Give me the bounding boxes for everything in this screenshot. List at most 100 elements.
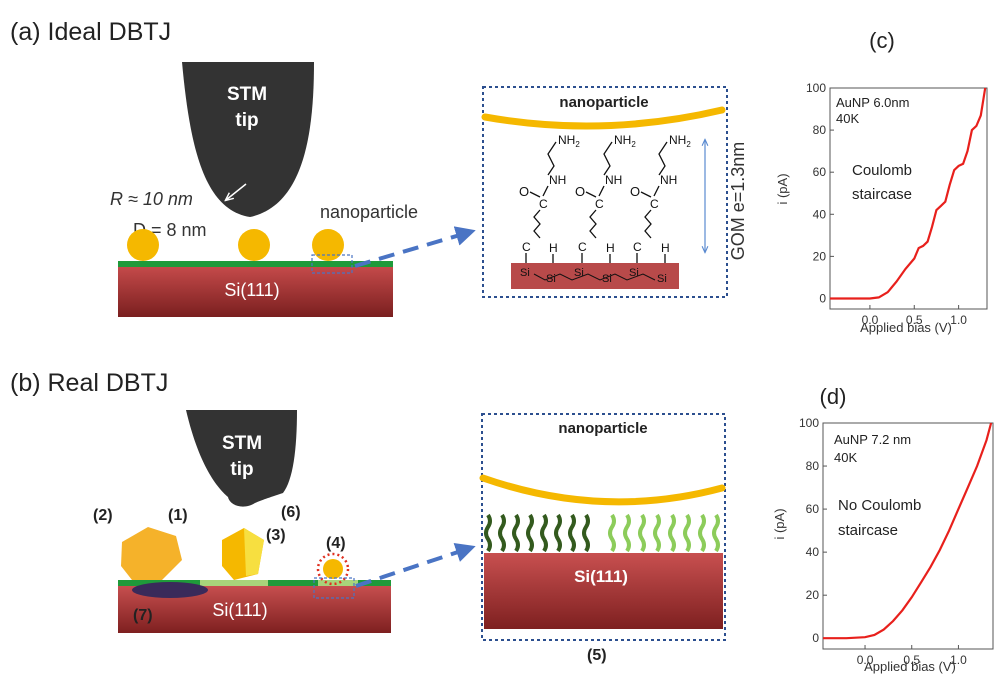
radius-arrow	[226, 183, 247, 200]
inset-a-si-surface	[511, 263, 679, 289]
chart-c-y-tick-label: 40	[813, 207, 827, 221]
chain-1-double-bond	[529, 191, 541, 198]
panel-b: (b) Real DBTJ STM tip Si(111) (1) (2) (3…	[10, 369, 726, 664]
chain-2-anchor-c: C	[578, 240, 587, 254]
panel-a-title: (a) Ideal DBTJ	[10, 18, 171, 46]
inset-b-si-surface	[484, 553, 723, 629]
chain-2-alkyl	[589, 209, 597, 239]
chain-2-ethyl	[603, 141, 613, 176]
marker-5: (5)	[587, 647, 607, 664]
monolayer-b-mid	[200, 580, 268, 586]
chart-c-annotation-2: 40K	[836, 111, 859, 126]
dark-chain-8	[582, 513, 590, 553]
light-chain-8	[712, 513, 720, 553]
chart-c-y-tick-label: 0	[819, 291, 826, 305]
chart-c-ylabel: i (pA)	[775, 173, 790, 204]
chart-c-y-tick-label: 20	[813, 249, 827, 263]
si-atom-5: Si	[629, 267, 639, 279]
stm-tip-a	[182, 62, 314, 217]
chain-1-c: C	[539, 197, 548, 211]
chain-3-anchor-c: C	[633, 240, 642, 254]
marker-2: (2)	[93, 507, 113, 524]
si-lattice-bonds	[533, 273, 656, 281]
chart-c-y-tick-label: 80	[813, 123, 827, 137]
panel-b-title: (b) Real DBTJ	[10, 369, 168, 397]
zoom-arrow-b	[355, 542, 476, 588]
inset-a-nanoparticle-arc	[481, 106, 726, 130]
marker-6: (6)	[281, 504, 301, 521]
chain-3-alkyl	[644, 209, 652, 239]
inset-b-light-chains	[608, 513, 720, 553]
chart-c-panel-label: (c)	[869, 28, 895, 53]
nanoparticle-b-2	[121, 527, 182, 580]
h-atom-3: H	[661, 241, 670, 255]
chart-c-x-tick-label: 0.5	[906, 313, 923, 327]
nanoparticle-b-4	[323, 559, 343, 579]
marker-7: (7)	[133, 607, 153, 624]
monolayer-b-patch	[318, 580, 358, 586]
stm-tip-b-label-2: tip	[230, 459, 253, 480]
zoom-arrow-a	[354, 226, 476, 268]
si-atom-1: Si	[520, 267, 530, 279]
oxide-defect	[132, 582, 208, 598]
light-chain-5	[668, 513, 676, 553]
chain-3-ethyl	[658, 141, 668, 176]
chain-1-anchor-c: C	[522, 240, 531, 254]
si-atom-2: Si	[546, 273, 556, 285]
chart-d-y-tick-label: 0	[812, 631, 819, 645]
dark-chain-3	[512, 513, 520, 553]
chart-d-series-line	[823, 422, 993, 640]
radius-label: R ≈ 10 nm	[110, 189, 193, 209]
molecule-chain-1: NH2 NH O C C	[519, 133, 580, 263]
inset-b-frame	[481, 413, 726, 641]
chart-c-xlabel: Applied bias (V)	[860, 320, 952, 335]
chain-1-bond-nc	[542, 185, 549, 197]
chart-c-series-line	[830, 87, 987, 300]
inset-b-nanoparticle-label: nanoparticle	[558, 420, 647, 437]
marker-4: (4)	[326, 535, 346, 552]
monolayer-a	[118, 261, 393, 267]
chart-c-x-tick-label: 1.0	[950, 313, 967, 327]
marker-1: (1)	[168, 507, 188, 524]
chain-2-o: O	[575, 184, 585, 199]
molecule-chain-2: NH2 NH O C C	[575, 133, 636, 263]
chart-d-annotation-4: staircase	[838, 522, 898, 539]
si-atom-4: Si	[602, 273, 612, 285]
chart-d-y-tick-label: 40	[806, 545, 820, 559]
chart-c-y-tick-label: 100	[806, 81, 826, 95]
chart-c-y-tick-label: 60	[813, 165, 827, 179]
chain-2-nh2: NH2	[614, 133, 636, 149]
chain-3-c: C	[650, 197, 659, 211]
chart-d-annotation-1: AuNP 7.2 nm	[834, 432, 911, 447]
chart-d-xlabel: Applied bias (V)	[864, 659, 956, 674]
zoom-box-b	[313, 577, 355, 599]
dark-chain-1	[484, 513, 492, 553]
nanoparticle-a-3	[312, 229, 344, 261]
chain-3-o: O	[630, 184, 640, 199]
chart-d-x-tick-label: 0.0	[857, 653, 874, 667]
panel-a: (a) Ideal DBTJ STM tip R ≈ 10 nm D = 8 n…	[10, 18, 748, 317]
light-chain-2	[623, 513, 631, 553]
chart-d-annotation-2: 40K	[834, 450, 857, 465]
chain-3-double-bond	[640, 191, 652, 198]
chart-d-x-tick-label: 0.5	[903, 653, 920, 667]
chart-d-y-tick-label: 100	[799, 416, 819, 430]
chain-2-c: C	[595, 197, 604, 211]
stm-tip-b-label-1: STM	[222, 433, 262, 454]
h-atom-2: H	[606, 241, 615, 255]
chain-2-double-bond	[585, 191, 597, 198]
nanoparticle-a-label: nanoparticle	[320, 202, 418, 222]
dark-chain-5	[540, 513, 548, 553]
chart-c-frame	[829, 87, 988, 310]
chain-2-bond-nc	[598, 185, 605, 197]
light-chain-3	[638, 513, 646, 553]
nanoparticle-b-3-facet	[244, 528, 264, 576]
chain-1-alkyl	[533, 209, 541, 239]
inset-b-dark-chains	[484, 513, 590, 553]
chart-d-y-tick-label: 60	[806, 502, 820, 516]
chain-1-o: O	[519, 184, 529, 199]
